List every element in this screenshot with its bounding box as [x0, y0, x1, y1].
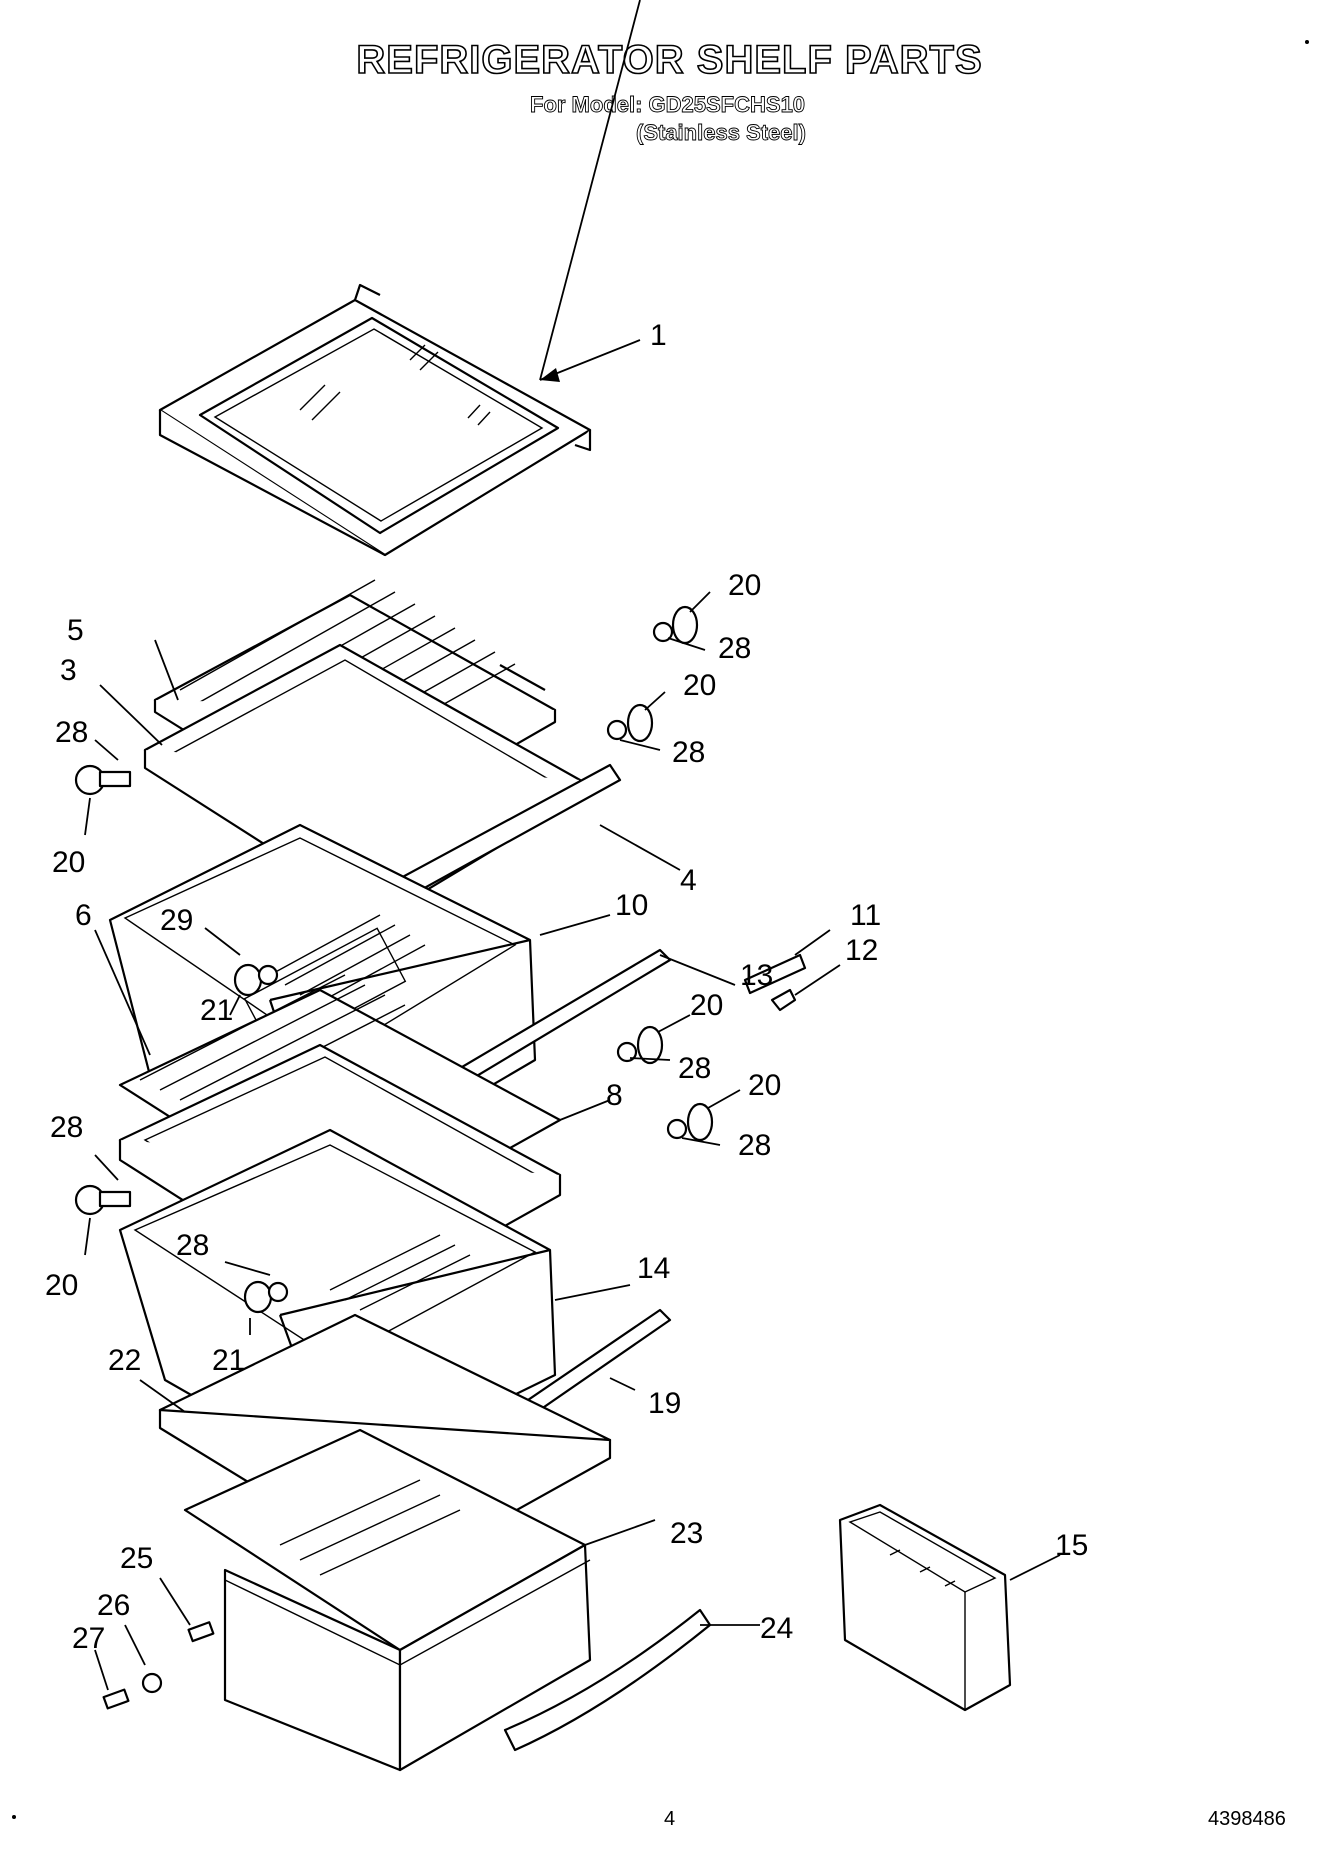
callout-8: 8: [606, 1079, 623, 1112]
document-number: 4398486: [1208, 1808, 1286, 1830]
callout-28-left-2: 28: [50, 1111, 83, 1144]
callout-22: 22: [108, 1344, 141, 1377]
part-20-roller-right-2: [606, 703, 654, 743]
callout-21-1: 21: [200, 994, 233, 1027]
callout-4: 4: [680, 864, 697, 897]
callout-20-right-4: 20: [748, 1069, 781, 1102]
callout-28-right-2: 28: [672, 736, 705, 769]
callout-20-right-1: 20: [728, 569, 761, 602]
part-20-roller-right-4: [666, 1102, 714, 1142]
part-1-glass-shelf: [158, 283, 592, 557]
callout-14: 14: [637, 1252, 670, 1285]
callout-20-left-2: 20: [45, 1269, 78, 1302]
callout-26: 26: [97, 1589, 130, 1622]
part-12-clip: [770, 988, 797, 1012]
part-20-roller-right-3: [616, 1025, 664, 1065]
leader-1: [539, 0, 641, 381]
page-title: REFRIGERATOR SHELF PARTS: [356, 37, 983, 83]
callout-11: 11: [850, 899, 881, 932]
callout-20-left-1: 20: [52, 846, 85, 879]
part-3-cover-frame: [143, 643, 582, 920]
corner-mark: [12, 1815, 16, 1819]
callout-20-right-2: 20: [683, 669, 716, 702]
callout-5: 5: [67, 614, 84, 647]
callout-28-right-4: 28: [738, 1129, 771, 1162]
callout-12: 12: [845, 934, 878, 967]
callout-28-middle: 28: [176, 1229, 209, 1262]
part-26-washer: [141, 1672, 163, 1694]
callout-20-right-3: 20: [690, 989, 723, 1022]
callout-28-left-1: 28: [55, 716, 88, 749]
callout-13: 13: [740, 959, 773, 992]
corner-mark: [1305, 40, 1309, 44]
callout-21-2: 21: [212, 1344, 245, 1377]
part-21-roller-1: [233, 963, 279, 997]
part-25-screw: [187, 1621, 215, 1643]
callout-15: 15: [1055, 1529, 1088, 1562]
part-23-meat-pan: [183, 1428, 592, 1772]
callout-28-right-1: 28: [718, 632, 751, 665]
callout-25: 25: [120, 1542, 153, 1575]
callout-labels: 1 5 3 28 4 20 29 21 10 6 13 11 12 20 28 …: [45, 319, 1088, 1655]
leader-lines: [84, 591, 1061, 1691]
callout-24: 24: [760, 1612, 793, 1645]
callout-28-right-3: 28: [678, 1052, 711, 1085]
part-27-screw: [102, 1688, 130, 1710]
finish-description: (Stainless Steel): [636, 120, 807, 146]
part-20-roller-right-top: [652, 605, 699, 645]
page-number: 4: [664, 1808, 676, 1830]
part-20-roller-left-2: [74, 1184, 132, 1216]
callout-27: 27: [72, 1622, 105, 1655]
part-20-roller-left-1: [74, 764, 132, 796]
callout-29: 29: [160, 904, 193, 937]
callout-19: 19: [648, 1387, 681, 1420]
model-number: For Model: GD25SFCHS10: [530, 92, 806, 118]
callout-3: 3: [60, 654, 77, 687]
part-21-roller-2: [243, 1280, 289, 1314]
callout-10: 10: [615, 889, 648, 922]
part-11-bracket: [743, 953, 807, 995]
callout-6: 6: [75, 899, 92, 932]
callout-1: 1: [650, 319, 667, 352]
part-15-dairy-bin: [838, 1503, 1012, 1712]
callout-23: 23: [670, 1517, 703, 1550]
